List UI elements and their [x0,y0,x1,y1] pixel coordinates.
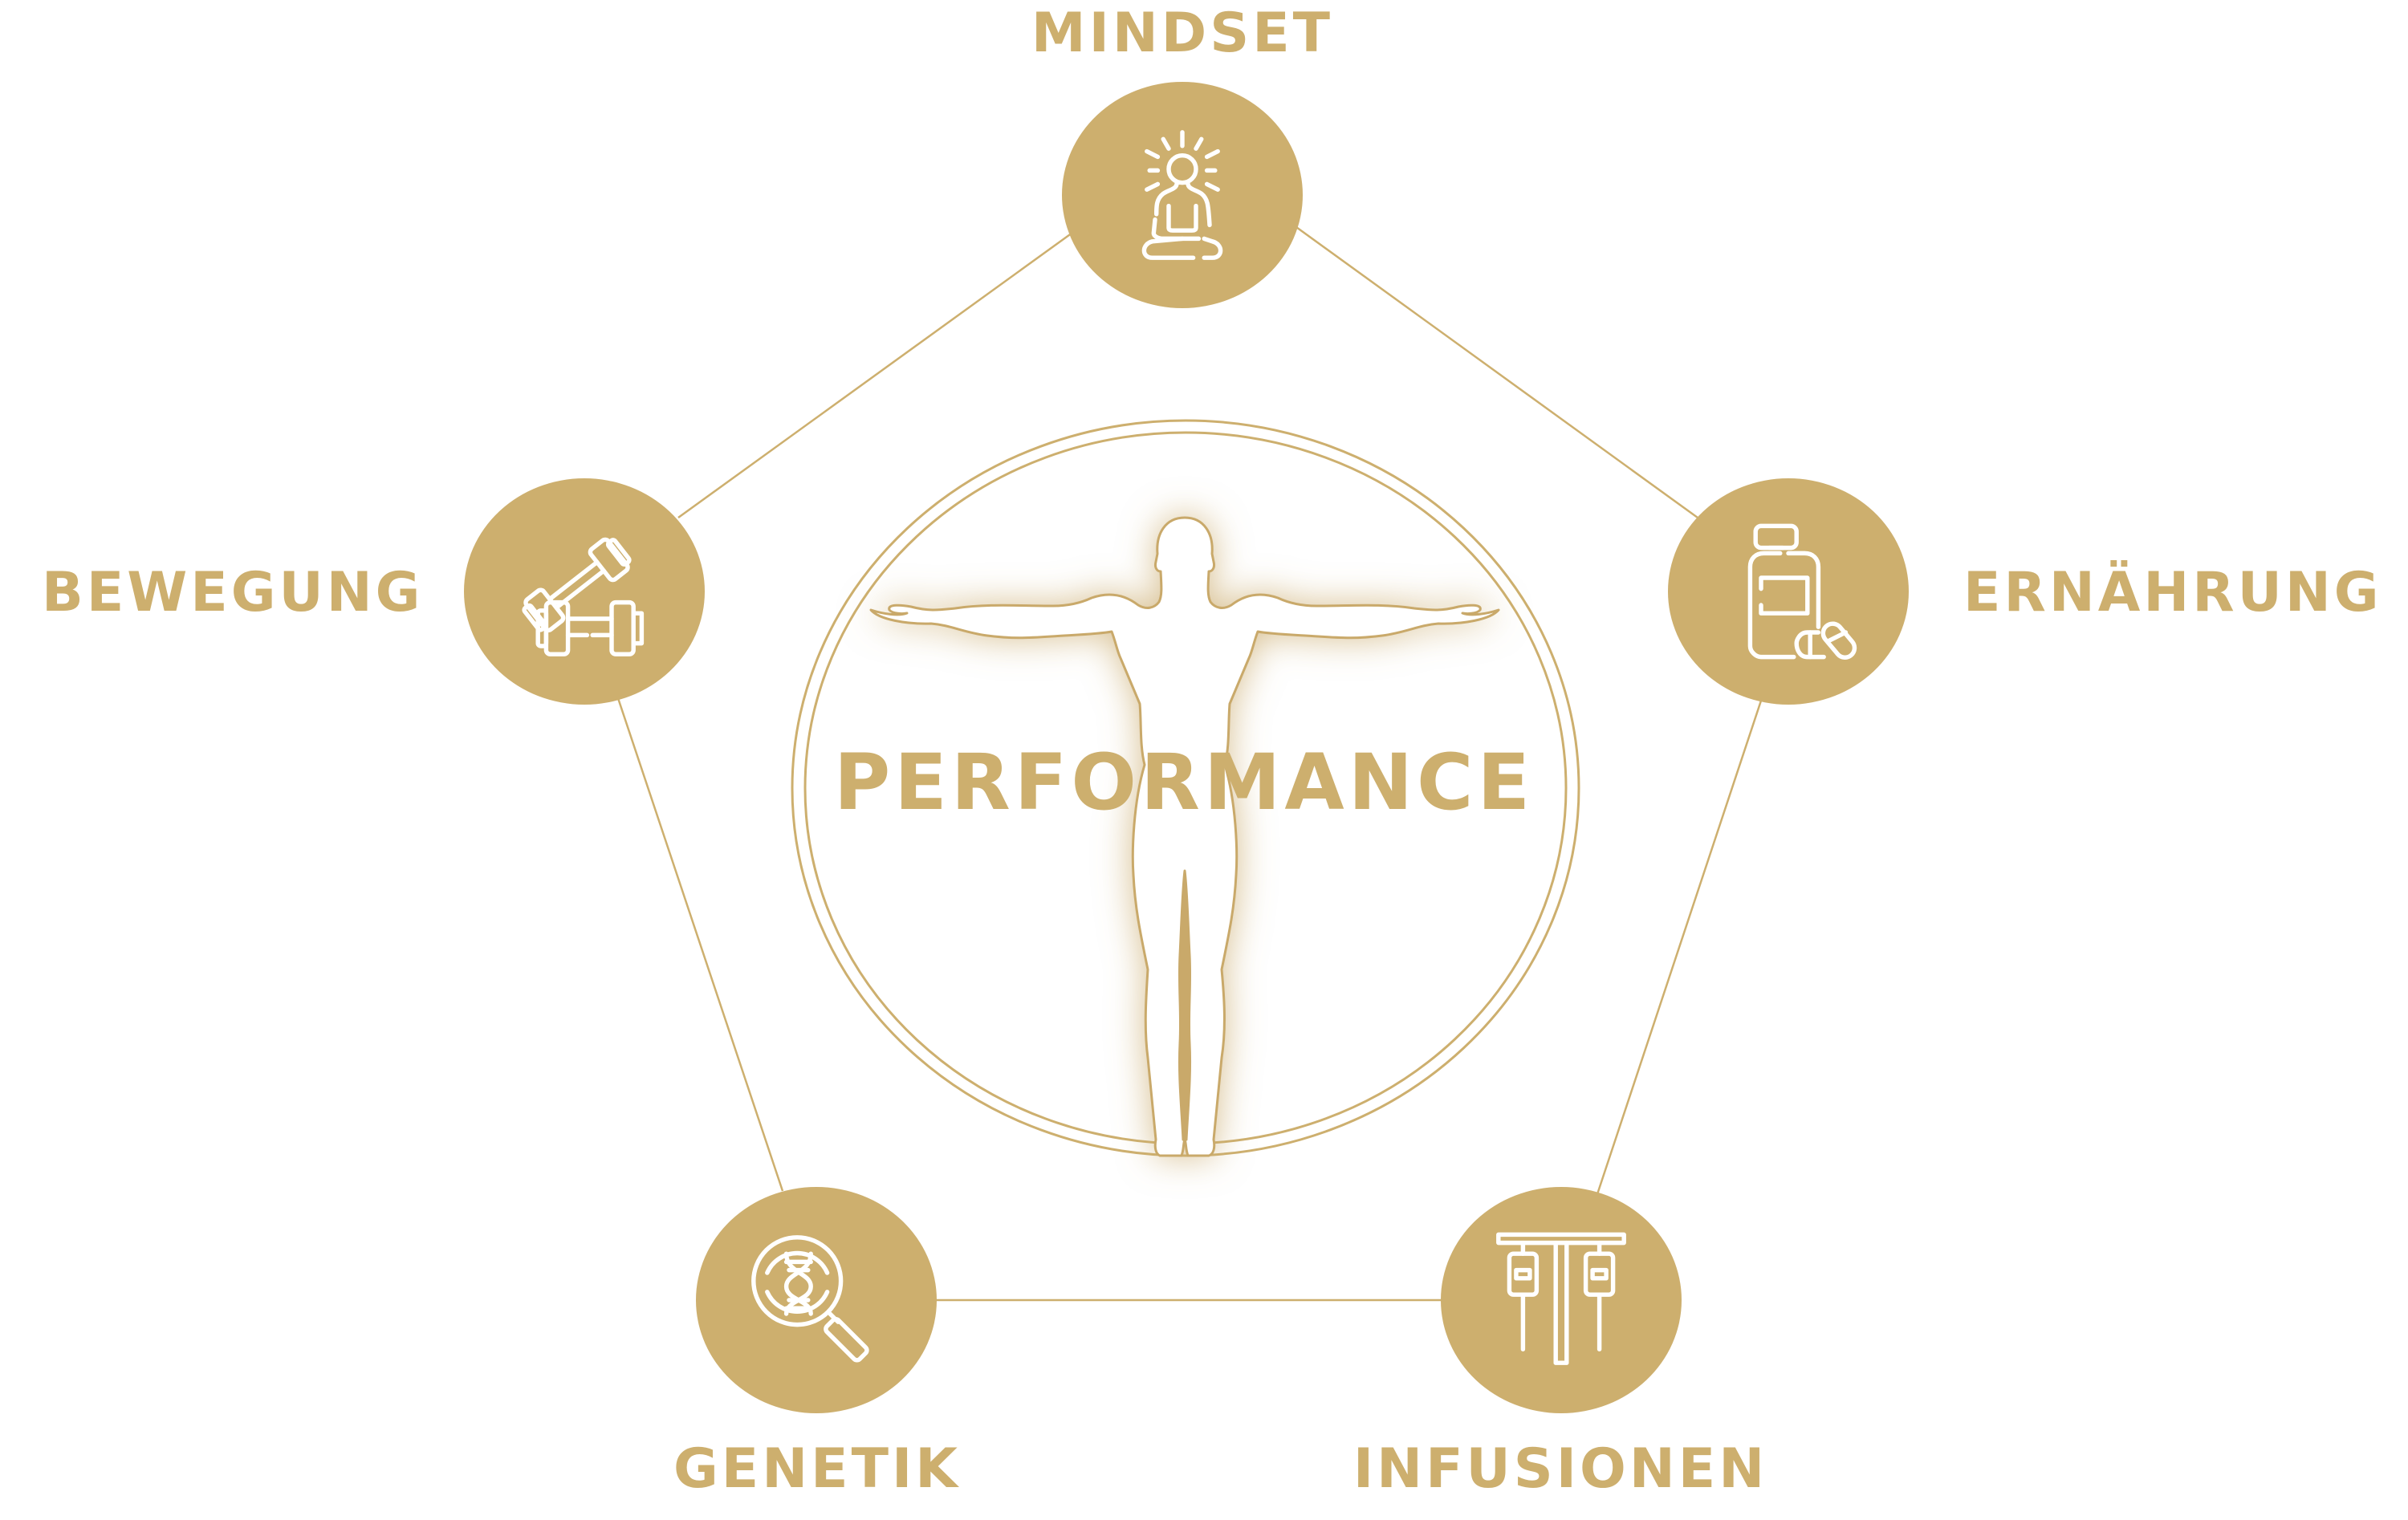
center-label-performance: PERFORMANCE [833,738,1535,827]
node-infusionen[interactable] [1441,1187,1682,1413]
node-ernaehrung[interactable] [1668,478,1909,705]
node-label-genetik: GENETIK [673,1437,962,1501]
supplement-bottle-pills-icon [1747,523,1857,660]
iv-drip-stand-icon [1496,1232,1626,1365]
node-label-bewegung: BEWEGUNG [42,561,424,624]
dna-magnifier-icon [751,1235,869,1363]
pentagon-edges [616,226,1763,1302]
dumbbells-icon [522,537,645,656]
node-label-mindset: MINDSET [1031,2,1334,65]
meditation-person-icon [1141,130,1223,260]
node-mindset[interactable] [1062,82,1303,308]
edge-ernaehrung-infusionen [1596,697,1763,1195]
edge-bewegung-mindset [677,231,1073,519]
node-label-infusionen: INFUSIONEN [1352,1437,1768,1501]
human-figure-outstretched-arms-icon [869,516,1500,1157]
edge-genetik-bewegung [616,697,784,1192]
node-bewegung[interactable] [464,478,705,705]
node-label-ernaehrung: ERNÄHRUNG [1963,561,2382,624]
edge-mindset-ernaehrung [1296,226,1698,519]
node-genetik[interactable] [696,1187,937,1413]
outer-ring [791,419,1580,1157]
